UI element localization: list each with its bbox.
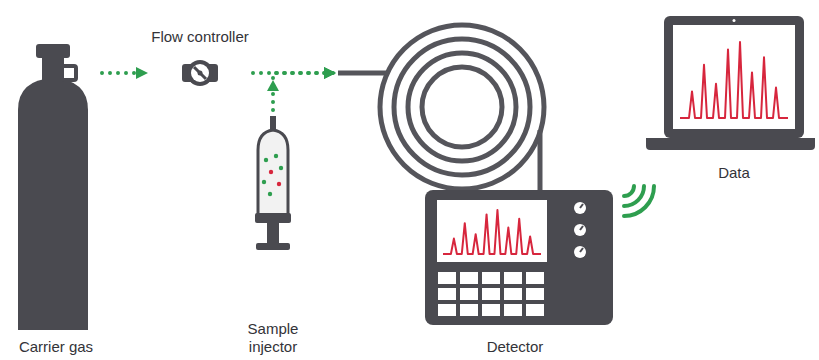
keypad-key [504, 272, 522, 284]
wireless-signal [624, 186, 654, 216]
flow-controller-node: Flow controller [147, 26, 253, 92]
keypad-key [526, 304, 544, 316]
chromatogram-peaks [443, 210, 541, 254]
sample-injector-syringe [255, 116, 291, 250]
flow-controller-valve [182, 60, 218, 86]
node-label: Detector [487, 338, 544, 356]
chromatogram-peaks [680, 42, 788, 118]
keypad-key [482, 288, 500, 300]
keypad-key [438, 304, 456, 316]
keypad-key [438, 288, 456, 300]
node-label: Data [718, 164, 750, 182]
node-label: Flow controller [151, 28, 249, 46]
column-coil [338, 25, 544, 192]
keypad-key [526, 288, 544, 300]
keypad-key [482, 272, 500, 284]
carrier-gas-node: Carrier gas [10, 30, 102, 358]
keypad-key [460, 272, 478, 284]
keypad-key [526, 272, 544, 284]
keypad-key [460, 304, 478, 316]
node-label: Sample injector [233, 320, 313, 356]
keypad-key [504, 288, 522, 300]
keypad-key [438, 272, 456, 284]
sample-injector-node: Sample injector [228, 110, 318, 358]
flow-arrow [102, 71, 147, 75]
gas-cylinder [18, 44, 88, 330]
keypad-key [482, 304, 500, 316]
keypad-key [504, 304, 522, 316]
laptop [646, 16, 815, 150]
detector-device [425, 190, 613, 325]
keypad-key [460, 288, 478, 300]
detector-node: Detector [335, 18, 615, 358]
data-node: Data [652, 10, 816, 184]
flow-arrow [273, 73, 335, 110]
node-label: Carrier gas [19, 338, 93, 356]
